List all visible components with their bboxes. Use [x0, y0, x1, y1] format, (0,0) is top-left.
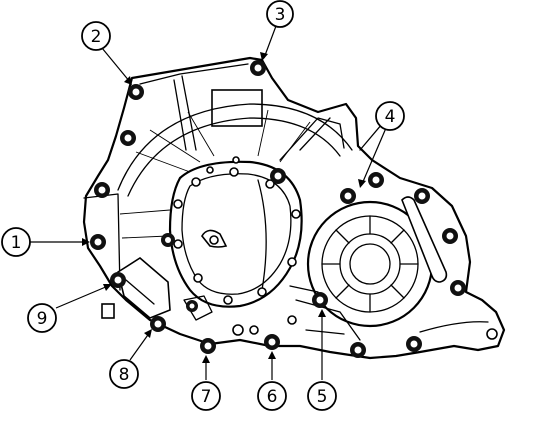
callout-label: 5: [317, 387, 328, 407]
bolt-head-icon: [120, 130, 136, 146]
bolt-head-icon: [450, 280, 466, 296]
bolt-head-icon: [350, 342, 366, 358]
lower-bosses: [209, 235, 297, 336]
bolt-head-icon: [442, 228, 458, 244]
leader-lines: [30, 25, 387, 380]
callout-label: 7: [201, 387, 212, 407]
callout-1: 1: [1, 227, 31, 257]
callout-6: 6: [257, 381, 287, 411]
callout-label: 1: [11, 233, 22, 253]
differential-housing: [289, 196, 498, 341]
bolt-head-icon: [90, 234, 106, 250]
bolt-head-icon: [406, 336, 422, 352]
callout-label: 3: [275, 5, 286, 25]
bolt-head-icon: [414, 188, 430, 204]
callout-label: 2: [91, 27, 102, 47]
callout-9: 9: [27, 303, 57, 333]
rim-holes: [173, 156, 301, 305]
callout-4: 4: [375, 101, 405, 131]
bolts: [90, 60, 466, 358]
callout-7: 7: [191, 381, 221, 411]
bolt-head-icon: [94, 182, 110, 198]
bolt-head-icon: [312, 292, 328, 308]
callout-8: 8: [109, 359, 139, 389]
bolt-head-icon: [186, 300, 198, 312]
bolt-head-icon: [150, 316, 166, 332]
callout-label: 9: [37, 309, 48, 329]
callout-5: 5: [307, 381, 337, 411]
transaxle-housing: [82, 56, 506, 360]
bolt-head-icon: [161, 233, 175, 247]
callout-label: 6: [267, 387, 278, 407]
callout-label: 8: [119, 365, 130, 385]
bolt-head-icon: [250, 60, 266, 76]
mount-bracket: [101, 257, 213, 321]
bolt-head-icon: [340, 188, 356, 204]
callout-2: 2: [81, 21, 111, 51]
bolt-head-icon: [200, 338, 216, 354]
bolt-head-icon: [270, 168, 286, 184]
bolt-head-icon: [128, 84, 144, 100]
bolt-head-icon: [368, 172, 384, 188]
callout-label: 4: [385, 107, 396, 127]
bolt-head-icon: [264, 334, 280, 350]
callout-3: 3: [266, 0, 294, 28]
bolt-head-icon: [110, 272, 126, 288]
